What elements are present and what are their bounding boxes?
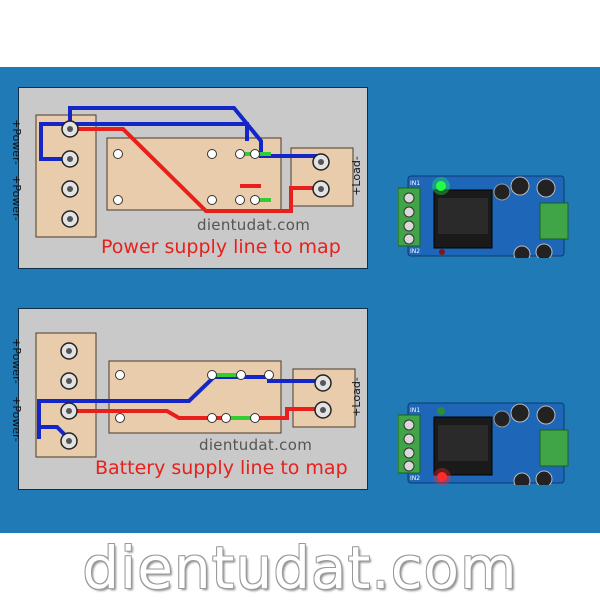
screw [403, 447, 415, 459]
relay-pin [207, 149, 217, 159]
relay-pin [235, 195, 245, 205]
screw [403, 206, 415, 218]
screw-terminal [60, 372, 78, 390]
relay-pin [250, 413, 260, 423]
led-glow [432, 177, 450, 195]
wiring-diagram-svg [35, 332, 356, 458]
load-label: +Load- [349, 377, 363, 417]
in2-label: IN2 [410, 475, 421, 482]
relay-module-photo-battery: IN1 IN2 [397, 395, 570, 490]
capacitor [493, 410, 511, 428]
screw-terminal [61, 150, 79, 168]
screw-terminal [61, 120, 79, 138]
relay-pin [264, 370, 274, 380]
relay-pin [236, 370, 246, 380]
red-led-off [439, 249, 445, 255]
screw-terminal [61, 210, 79, 228]
wiring-diagram-svg [35, 106, 354, 238]
wire-positive [70, 127, 321, 213]
screw-terminal [60, 342, 78, 360]
footer-watermark: dientudat.com [82, 534, 518, 602]
relay-pin [207, 370, 217, 380]
in1-label: IN1 [410, 180, 421, 187]
capacitor [513, 472, 531, 490]
power-label-bottom: +Power- [9, 396, 23, 442]
screw [403, 460, 415, 472]
relay-module-svg [397, 402, 569, 490]
screw-terminal [314, 401, 332, 419]
screw-terminal [61, 180, 79, 198]
load-label: +Load- [349, 156, 363, 196]
wire-positive [255, 407, 323, 420]
relay-pin [113, 195, 123, 205]
diagram-watermark: dientudat.com [197, 216, 311, 234]
screw-terminal [60, 402, 78, 420]
wire-positive [69, 409, 226, 420]
diagram-caption: Power supply line to map [101, 236, 341, 258]
output-screw-terminal [539, 202, 569, 240]
capacitor [510, 403, 530, 423]
relay-pin [235, 149, 245, 159]
relay-pin [207, 413, 217, 423]
in2-label: IN2 [410, 248, 421, 255]
relay-label [438, 198, 488, 234]
screw [403, 233, 415, 245]
capacitor [513, 245, 531, 263]
screw-terminal [60, 432, 78, 450]
wiring-diagram-battery-supply: +Power- +Power- +Load- dientudat.com Bat… [10, 308, 368, 490]
relay-pin [115, 413, 125, 423]
green-led-off [437, 407, 445, 415]
screw-terminal [314, 374, 332, 392]
relay-module-svg [397, 175, 569, 263]
capacitor [536, 178, 556, 198]
screw [403, 419, 415, 431]
capacitor [493, 183, 511, 201]
power-label-top: +Power- [9, 338, 23, 384]
red-led-on [437, 472, 447, 482]
screw-terminal [312, 153, 330, 171]
in1-label: IN1 [410, 407, 421, 414]
relay-pin [250, 195, 260, 205]
relay-pin [250, 149, 260, 159]
capacitor [510, 176, 530, 196]
power-label-bottom: +Power- [9, 175, 23, 221]
diagram-watermark: dientudat.com [199, 436, 313, 454]
capacitor [535, 470, 553, 488]
relay-pin [207, 195, 217, 205]
output-screw-terminal [539, 429, 569, 467]
screw [403, 433, 415, 445]
capacitor [535, 243, 553, 261]
screw-terminal [312, 180, 330, 198]
diagram-caption: Battery supply line to map [95, 457, 348, 479]
relay-pin [115, 370, 125, 380]
relay-label [438, 425, 488, 461]
wire-negative [39, 122, 249, 161]
relay-pin [221, 413, 231, 423]
relay-pin [113, 149, 123, 159]
wiring-diagram-power-supply: +Power- +Power- +Load- dientudat.com Pow… [10, 87, 368, 269]
green-led-on [436, 181, 446, 191]
led-glow [433, 468, 451, 486]
screw [403, 192, 415, 204]
power-label-top: +Power- [9, 119, 23, 165]
relay-module-photo-power: IN1 IN2 [397, 168, 570, 263]
screw [403, 220, 415, 232]
capacitor [536, 405, 556, 425]
